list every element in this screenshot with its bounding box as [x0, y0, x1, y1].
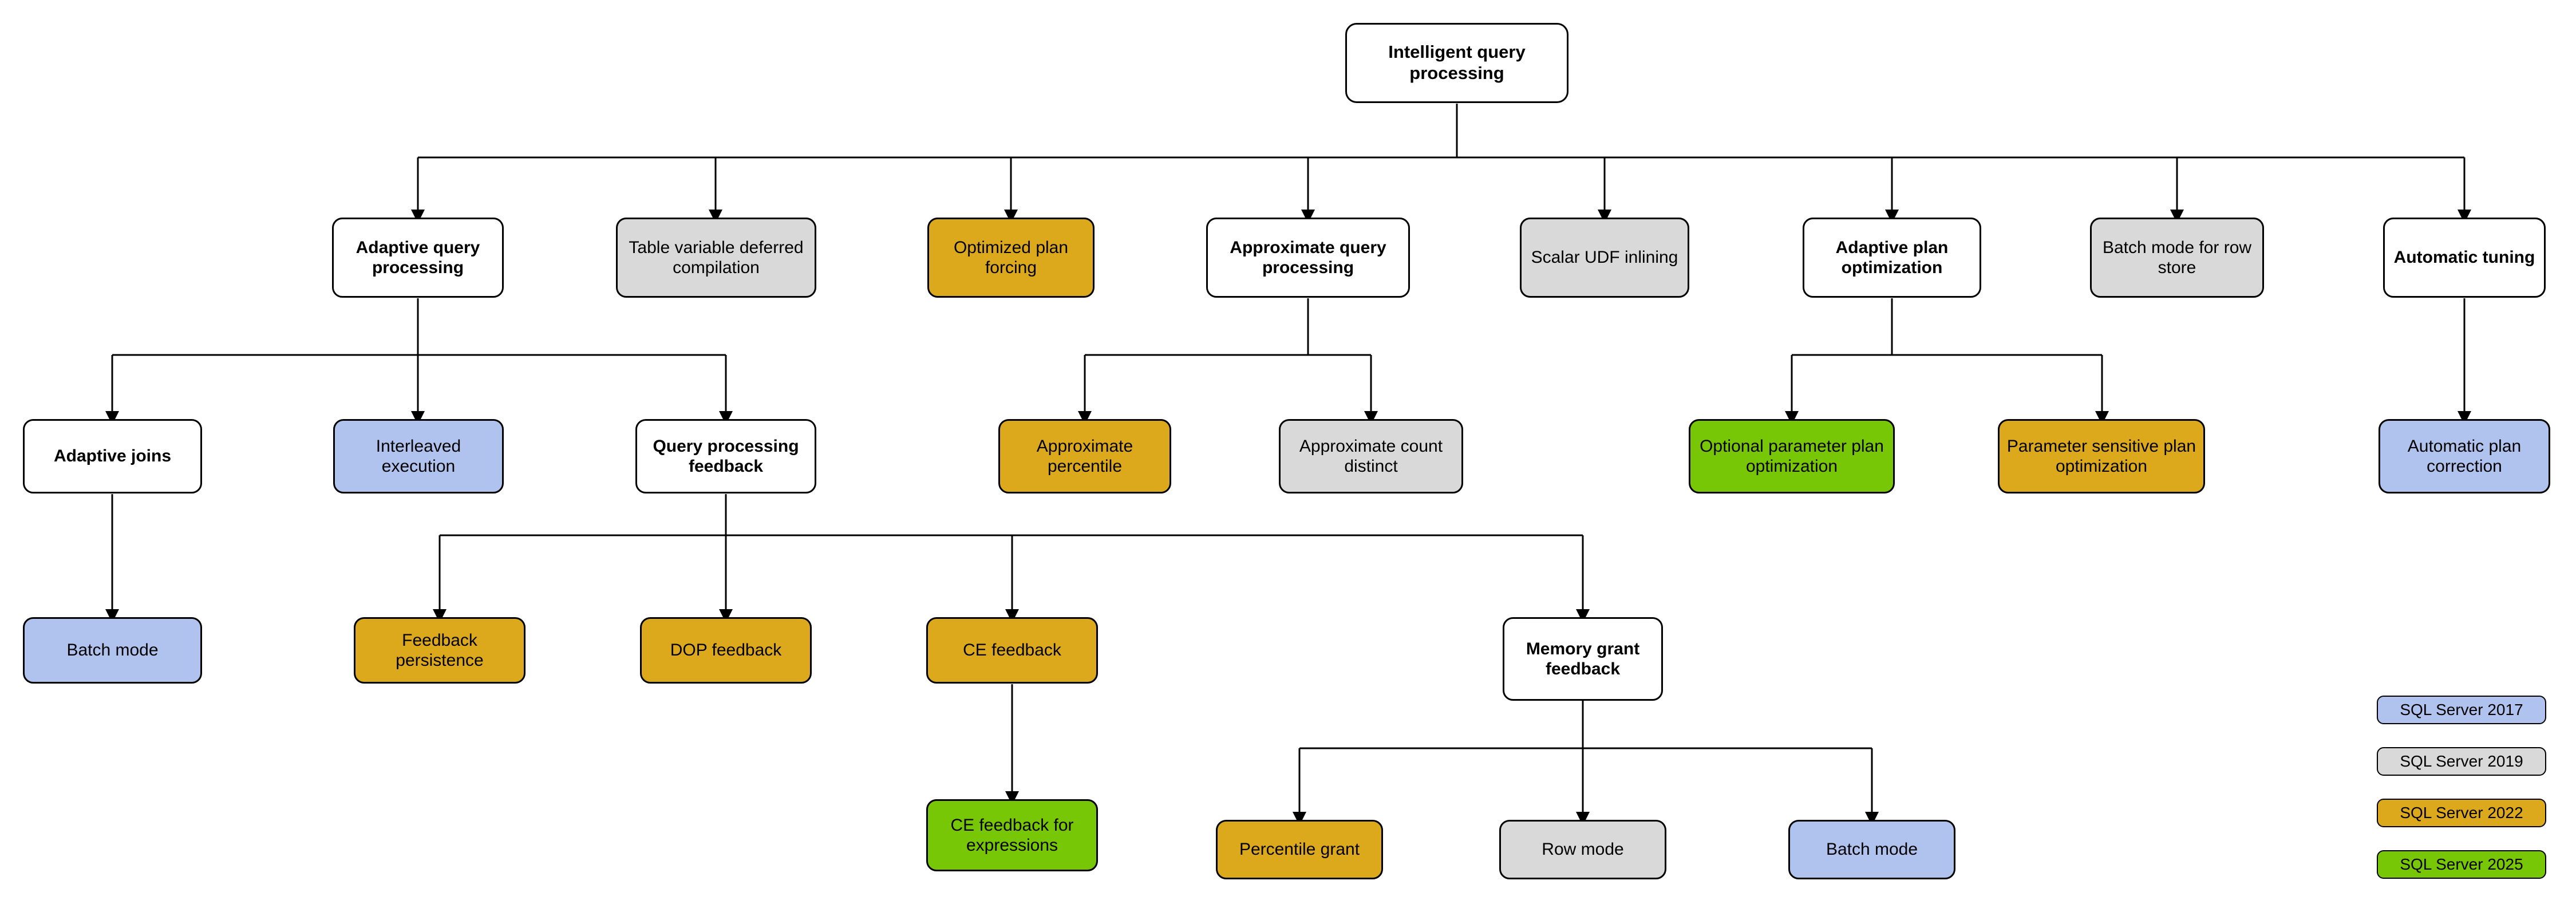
node-label: Approximate query processing: [1230, 238, 1386, 277]
node-label: Batch mode: [66, 641, 159, 660]
node-optimized-plan-forcing[interactable]: Optimized plan forcing: [927, 218, 1095, 298]
legend-label: SQL Server 2017: [2400, 701, 2523, 718]
node-label: Adaptive joins: [53, 447, 172, 466]
node-label: CE feedback for expressions: [950, 815, 1074, 855]
node-label: Batch mode: [1826, 840, 1918, 859]
node-ce-feedback[interactable]: CE feedback: [926, 617, 1098, 684]
legend-label: SQL Server 2019: [2400, 752, 2523, 770]
node-label: Interleaved execution: [376, 436, 461, 476]
node-label: Approximate percentile: [1036, 436, 1133, 476]
node-label: Intelligent query processing: [1388, 42, 1526, 83]
node-label: Row mode: [1542, 840, 1624, 859]
legend-item-sql-server-2019[interactable]: SQL Server 2019: [2377, 747, 2546, 776]
node-optional-parameter-plan-optimization[interactable]: Optional parameter plan optimization: [1689, 419, 1895, 493]
node-label: Batch mode for row store: [2102, 238, 2252, 277]
node-label: CE feedback: [963, 641, 1061, 660]
node-adaptive-joins-batch-mode[interactable]: Batch mode: [23, 617, 202, 684]
node-adaptive-query-processing[interactable]: Adaptive query processing: [332, 218, 504, 298]
node-memory-grant-feedback[interactable]: Memory grant feedback: [1503, 617, 1663, 701]
node-label: Table variable deferred compilation: [629, 238, 804, 277]
node-table-variable-deferred-compilation[interactable]: Table variable deferred compilation: [616, 218, 816, 298]
legend-label: SQL Server 2025: [2400, 855, 2523, 873]
node-label: Optimized plan forcing: [953, 238, 1069, 277]
node-row-mode[interactable]: Row mode: [1499, 820, 1666, 879]
node-label: Query processing feedback: [653, 436, 799, 476]
legend-label: SQL Server 2022: [2400, 804, 2523, 822]
node-label: Percentile grant: [1239, 840, 1360, 859]
node-percentile-grant[interactable]: Percentile grant: [1216, 820, 1383, 879]
node-label: Optional parameter plan optimization: [1700, 436, 1884, 476]
node-query-processing-feedback[interactable]: Query processing feedback: [635, 419, 816, 493]
node-intelligent-query-processing[interactable]: Intelligent query processing: [1345, 23, 1568, 103]
node-memory-grant-batch-mode[interactable]: Batch mode: [1788, 820, 1955, 879]
node-ce-feedback-for-expressions[interactable]: CE feedback for expressions: [926, 799, 1098, 871]
node-feedback-persistence[interactable]: Feedback persistence: [354, 617, 526, 684]
legend-item-sql-server-2022[interactable]: SQL Server 2022: [2377, 799, 2546, 827]
node-label: Feedback persistence: [396, 630, 484, 670]
legend-item-sql-server-2025[interactable]: SQL Server 2025: [2377, 850, 2546, 879]
node-label: Approximate count distinct: [1299, 436, 1443, 476]
node-parameter-sensitive-plan-optimization[interactable]: Parameter sensitive plan optimization: [1998, 419, 2205, 493]
node-automatic-plan-correction[interactable]: Automatic plan correction: [2379, 419, 2550, 493]
node-label: Adaptive plan optimization: [1835, 238, 1949, 277]
node-automatic-tuning[interactable]: Automatic tuning: [2383, 218, 2546, 298]
node-label: Automatic plan correction: [2407, 436, 2522, 476]
node-batch-mode-for-row-store[interactable]: Batch mode for row store: [2090, 218, 2264, 298]
node-approximate-query-processing[interactable]: Approximate query processing: [1206, 218, 1410, 298]
node-interleaved-execution[interactable]: Interleaved execution: [333, 419, 504, 493]
node-adaptive-plan-optimization[interactable]: Adaptive plan optimization: [1803, 218, 1981, 298]
node-label: Scalar UDF inlining: [1531, 248, 1678, 267]
node-label: Adaptive query processing: [355, 238, 480, 277]
node-label: Memory grant feedback: [1526, 639, 1640, 678]
node-dop-feedback[interactable]: DOP feedback: [640, 617, 812, 684]
node-approximate-percentile[interactable]: Approximate percentile: [998, 419, 1171, 493]
legend-item-sql-server-2017[interactable]: SQL Server 2017: [2377, 696, 2546, 724]
node-label: Parameter sensitive plan optimization: [2006, 436, 2196, 476]
node-adaptive-joins[interactable]: Adaptive joins: [23, 419, 202, 493]
node-approximate-count-distinct[interactable]: Approximate count distinct: [1279, 419, 1463, 493]
node-label: DOP feedback: [670, 641, 782, 660]
node-label: Automatic tuning: [2393, 248, 2535, 267]
node-scalar-udf-inlining[interactable]: Scalar UDF inlining: [1520, 218, 1689, 298]
